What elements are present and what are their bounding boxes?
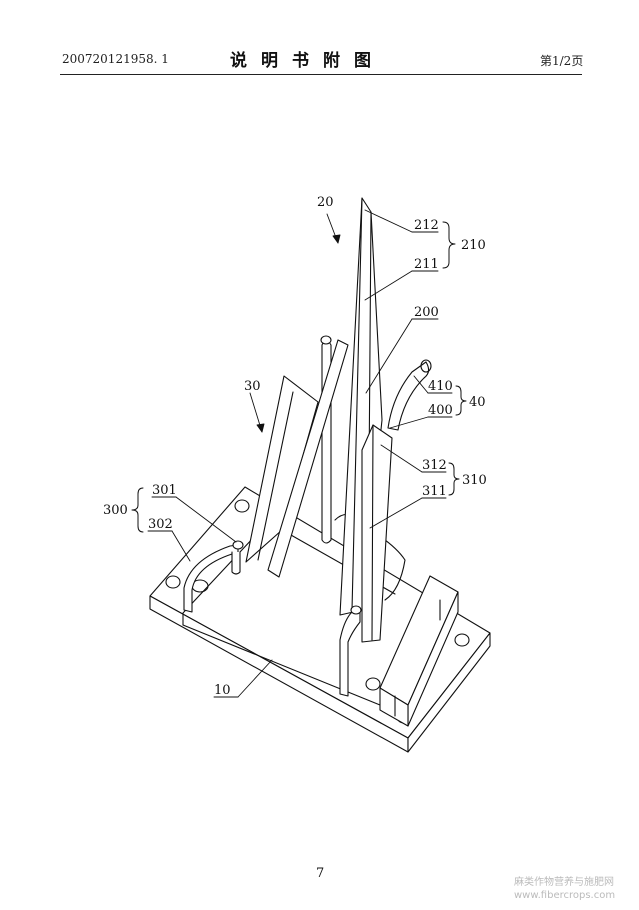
label-212: 212 xyxy=(414,218,439,233)
label-40: 40 xyxy=(469,395,486,410)
label-20: 20 xyxy=(317,195,334,210)
brace-310 xyxy=(448,462,460,496)
page-title: 说明书附图 xyxy=(230,51,385,71)
application-number: 200720121958. 1 xyxy=(62,52,169,66)
label-302: 302 xyxy=(148,517,173,532)
label-312: 312 xyxy=(422,458,447,473)
label-210: 210 xyxy=(461,238,486,253)
page-indicator: 第1/2页 xyxy=(540,54,584,68)
reference-labels: 20 212 210 211 200 30 410 40 400 312 310… xyxy=(103,195,487,698)
watermark-line1: 麻类作物营养与施肥网 xyxy=(514,877,614,888)
page-number: 7 xyxy=(316,866,325,881)
label-200: 200 xyxy=(414,305,439,320)
header-rule xyxy=(60,74,582,75)
left-pipe xyxy=(183,540,244,613)
label-410: 410 xyxy=(428,379,453,394)
watermark-line2: www.fibercrops.com xyxy=(514,890,616,901)
label-310: 310 xyxy=(462,473,487,488)
label-311: 311 xyxy=(422,484,447,499)
label-400: 400 xyxy=(428,403,453,418)
front-post xyxy=(339,605,362,697)
label-10: 10 xyxy=(214,683,231,698)
label-30: 30 xyxy=(244,379,261,394)
clamp-block xyxy=(379,575,459,727)
label-211: 211 xyxy=(414,257,439,272)
leader-lines xyxy=(147,209,453,698)
diagonal-bar xyxy=(267,339,349,578)
brace-300 xyxy=(131,487,144,533)
right-pipe xyxy=(387,359,432,431)
label-301: 301 xyxy=(152,483,177,498)
braces xyxy=(131,221,467,533)
upright-member xyxy=(361,424,393,643)
brace-210 xyxy=(442,221,456,269)
left-frame xyxy=(245,375,319,563)
brace-40 xyxy=(455,385,467,416)
watermark: 麻类作物营养与施肥网 www.fibercrops.com xyxy=(514,876,615,902)
label-300: 300 xyxy=(103,503,128,518)
